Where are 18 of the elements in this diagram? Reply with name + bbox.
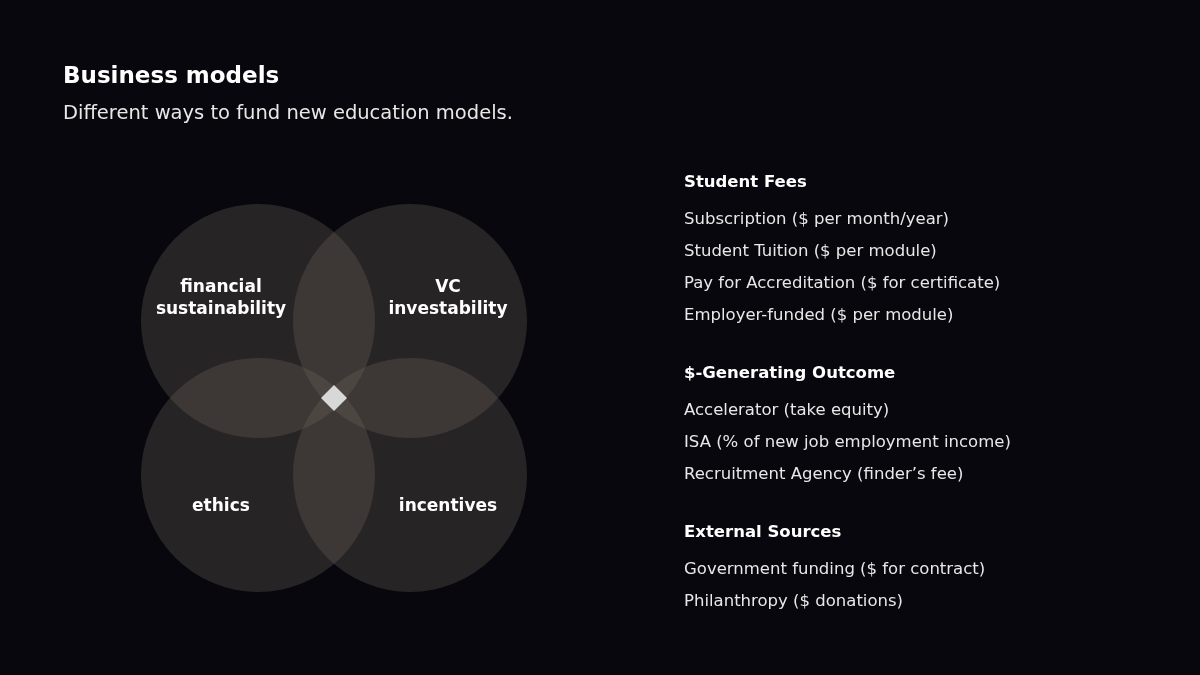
circle-label: financial sustainability xyxy=(154,275,288,319)
list-item: Pay for Accreditation ($ for certificate) xyxy=(684,272,1001,294)
list-item: Accelerator (take equity) xyxy=(684,399,890,421)
circle-label: ethics xyxy=(191,494,251,516)
circle-label: VC investability xyxy=(387,275,509,319)
list-item: Government funding ($ for contract) xyxy=(684,558,986,580)
section-heading: External Sources xyxy=(684,521,842,543)
section-heading: Student Fees xyxy=(684,171,807,193)
list-item: Recruitment Agency (finder’s fee) xyxy=(684,463,964,485)
list-item: Subscription ($ per month/year) xyxy=(684,208,949,230)
subtitle: Different ways to fund new education models. xyxy=(63,102,513,124)
circle-label: incentives xyxy=(397,494,499,516)
list-item: Student Tuition ($ per module) xyxy=(684,240,937,262)
list-item: ISA (% of new job employment income) xyxy=(684,431,1011,453)
section-heading: $-Generating Outcome xyxy=(684,362,896,384)
list-item: Employer-funded ($ per module) xyxy=(684,304,954,326)
title: Business models xyxy=(63,61,280,90)
list-item: Philanthropy ($ donations) xyxy=(684,590,904,612)
